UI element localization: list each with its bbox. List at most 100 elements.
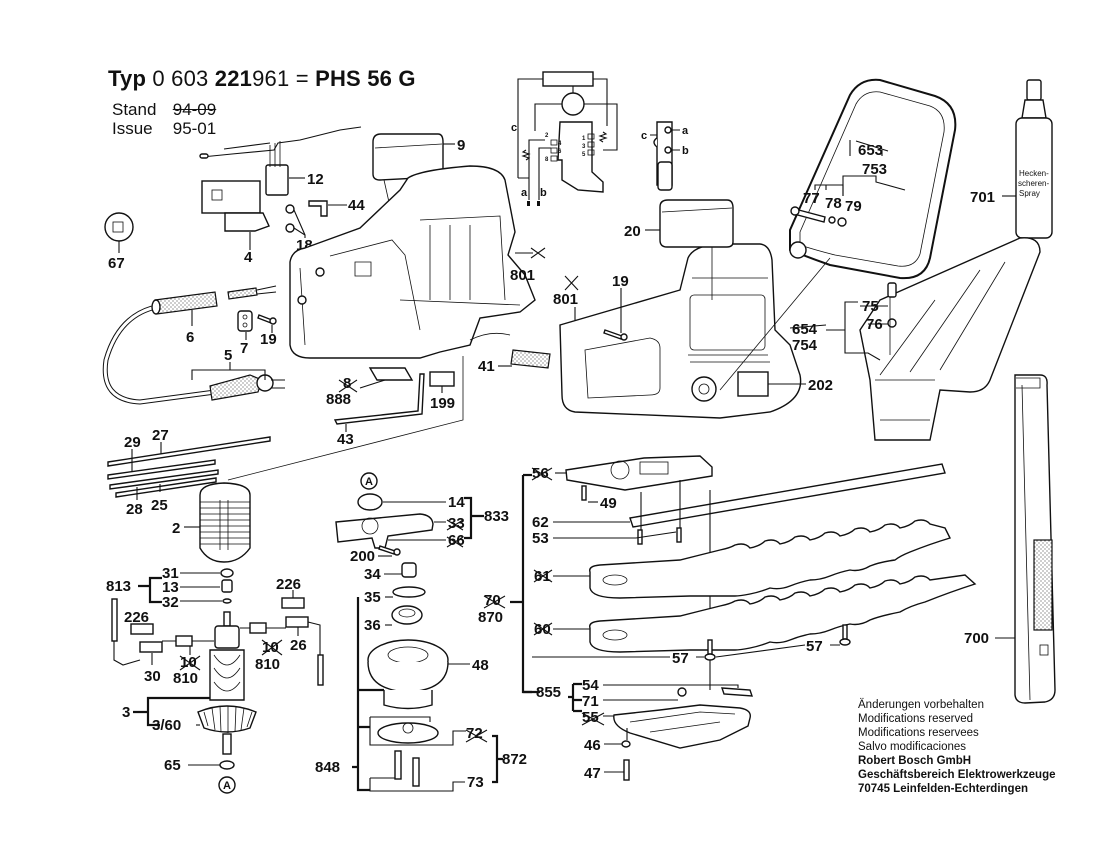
wire — [534, 86, 618, 151]
screw-57 — [707, 639, 713, 655]
struck-marker — [533, 569, 553, 583]
fan-hub — [698, 383, 710, 395]
part-label-888: 888 — [326, 391, 351, 408]
part-label-4: 4 — [244, 249, 253, 266]
reference-marker-label: A — [365, 476, 373, 488]
bracket-813 — [138, 576, 162, 604]
clamp-hole — [242, 322, 248, 328]
part-label-53: 53 — [532, 530, 549, 547]
switch-detail — [211, 189, 223, 201]
part-label-77: 77 — [803, 190, 820, 207]
part-label-75: 75 — [862, 298, 879, 315]
fan-3-60 — [197, 705, 257, 733]
stator-laminations — [200, 500, 250, 550]
gear-teeth — [367, 661, 449, 693]
spray-text: Hecken- — [1019, 169, 1049, 178]
part-label-8: 8 — [343, 375, 351, 392]
part-label-5: 5 — [224, 347, 232, 364]
sheath-window — [1039, 644, 1049, 656]
part-label-32: 32 — [162, 594, 179, 611]
part-number-prefix: 0 603 — [152, 66, 209, 91]
part-label-226-left: 226 — [124, 609, 149, 626]
bushing-13 — [221, 579, 233, 593]
terminal-a — [527, 201, 530, 206]
wire-connector — [199, 153, 209, 159]
bracket-870 — [510, 475, 532, 694]
plug-pins — [271, 379, 285, 389]
screw-head — [393, 548, 401, 556]
part-label-79: 79 — [845, 198, 862, 215]
guard-ribs — [875, 261, 1006, 421]
ring-32 — [222, 598, 232, 604]
housing-window — [584, 337, 661, 399]
part-label-28: 28 — [126, 501, 143, 518]
part-label-33: 33 — [448, 515, 465, 532]
spray-can-701 — [1015, 117, 1053, 239]
part-label-6: 6 — [186, 329, 194, 346]
part-label-19-left: 19 — [260, 331, 277, 348]
armature-shaft — [223, 611, 231, 627]
reference-marker-a-top — [360, 472, 378, 490]
leader-line — [603, 684, 739, 717]
part-label-810-right: 810 — [255, 656, 280, 673]
guide-bar-62 — [629, 463, 946, 528]
pad-54 — [721, 687, 753, 697]
bracket-73 — [369, 777, 465, 792]
handle-inner — [799, 91, 945, 267]
screw-73 — [394, 750, 402, 780]
carbon-brush-10-left — [175, 635, 193, 647]
part-label-27: 27 — [152, 427, 169, 444]
stator-2 — [199, 482, 251, 563]
blade-slot — [602, 629, 628, 641]
switch-label-a: a — [682, 125, 689, 137]
part-label-3-60: 3/60 — [152, 717, 181, 734]
part-label-14: 14 — [448, 494, 465, 511]
screw-head — [269, 317, 277, 325]
blade-sheath-700 — [1014, 374, 1056, 704]
sheath-edge — [1016, 377, 1041, 701]
sticker-8 — [368, 367, 414, 381]
struck-marker — [483, 595, 506, 609]
part-label-65: 65 — [164, 757, 181, 774]
power-cord-5 — [102, 305, 216, 405]
part-label-31: 31 — [162, 565, 179, 582]
bearing-31 — [220, 568, 234, 578]
bearing-14 — [357, 493, 383, 511]
note-line: Modifications reserved — [858, 713, 974, 725]
part-number-suffix: 961 — [252, 66, 290, 91]
part-label-653: 653 — [858, 142, 883, 159]
screw-200 — [378, 545, 396, 555]
struck-marker — [446, 536, 464, 548]
strike-654 — [789, 324, 827, 329]
part-label-30: 30 — [144, 668, 161, 685]
blade-guide-56 — [565, 455, 713, 491]
part-label-9: 9 — [457, 137, 465, 154]
part-label-41: 41 — [478, 358, 495, 375]
washer-78 — [828, 216, 836, 224]
wire-label-c: c — [511, 122, 517, 134]
bracket-72 — [369, 716, 466, 746]
field-wires: 29 27 28 25 — [107, 427, 271, 518]
part-label-200: 200 — [350, 548, 375, 565]
commutator — [214, 625, 240, 649]
switch-contact — [664, 126, 672, 134]
struck-marker — [564, 275, 579, 291]
pin-box — [550, 155, 558, 162]
note-line: Änderungen vorbehalten — [858, 699, 984, 711]
part-label-7: 7 — [240, 340, 248, 357]
armature-3 — [209, 649, 245, 701]
base-plate-55 — [613, 704, 751, 749]
model-name: PHS 56 G — [315, 66, 416, 91]
part-label-202: 202 — [808, 377, 833, 394]
note-line: Modifications reservees — [858, 727, 979, 739]
wire-label-b: b — [540, 187, 547, 199]
switch-trigger — [657, 161, 673, 191]
leader-line — [650, 129, 680, 151]
part-label-199: 199 — [430, 395, 455, 412]
part-label-43: 43 — [337, 431, 354, 448]
reference-marker-a-bottom — [218, 776, 236, 794]
cord-clamp-7 — [237, 310, 253, 332]
part-label-701: 701 — [970, 189, 995, 206]
pad-41 — [510, 349, 551, 369]
part-label-3: 3 — [122, 704, 130, 721]
